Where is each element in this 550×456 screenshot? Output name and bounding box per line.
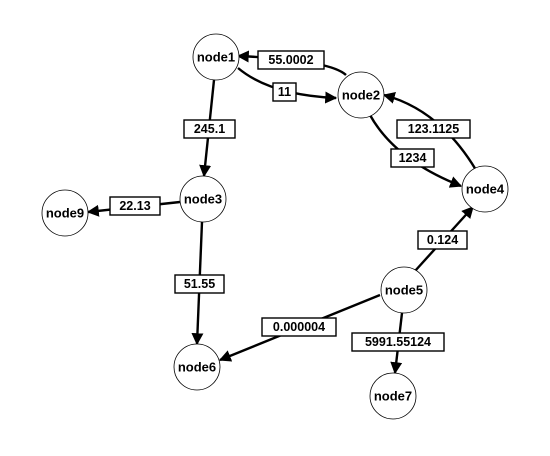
edge-label-node2-node4: 1234: [390, 148, 435, 168]
node-label: node7: [374, 389, 412, 404]
edge-label-node1-node2: 11: [272, 82, 297, 102]
node-label: node6: [178, 360, 216, 375]
edge-label-node4-node2: 123.1125: [396, 119, 471, 139]
edge-weight-text: 0.000004: [273, 320, 325, 334]
node-label: node2: [342, 88, 380, 103]
edge-label-node2-node1: 55.0002: [257, 50, 325, 70]
edge-weight-text: 245.1: [194, 122, 225, 136]
node-node5: node5: [380, 266, 428, 314]
node-node3: node3: [179, 175, 227, 223]
edge-label-node3-node9: 22.13: [109, 196, 161, 216]
edge-weight-text: 1234: [399, 151, 427, 165]
edge-label-node3-node6: 51.55: [174, 274, 225, 294]
edge-weight-text: 5991.55124: [365, 335, 431, 349]
node-label: node1: [197, 50, 235, 65]
edge-weight-text: 22.13: [119, 199, 150, 213]
node-label: node9: [46, 206, 84, 221]
edge-weight-text: 123.1125: [408, 122, 459, 136]
node-node4: node4: [461, 165, 509, 213]
node-label: node4: [466, 182, 505, 197]
edge-weight-text: 11: [278, 85, 291, 99]
edge-label-node5-node6: 0.000004: [261, 317, 337, 337]
node-node6: node6: [173, 343, 221, 391]
node-node7: node7: [369, 372, 417, 420]
node-node1: node1: [192, 33, 240, 81]
node-label: node5: [385, 283, 423, 298]
edge-weight-text: 51.55: [184, 277, 215, 291]
edge-weight-text: 0.124: [427, 233, 458, 247]
node-node2: node2: [337, 71, 385, 119]
node-node9: node9: [41, 189, 89, 237]
edge-label-node5-node7: 5991.55124: [351, 332, 445, 352]
edge-label-node1-node3: 245.1: [183, 119, 236, 139]
node-label: node3: [184, 192, 222, 207]
edge-label-node5-node4: 0.124: [417, 230, 468, 250]
edge-weight-text: 55.0002: [268, 53, 313, 67]
